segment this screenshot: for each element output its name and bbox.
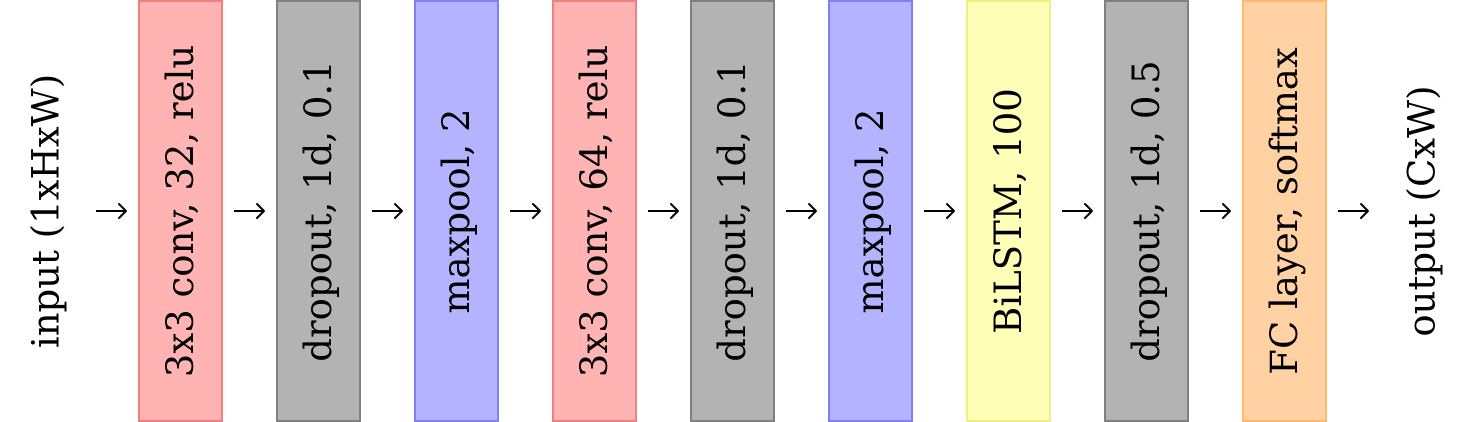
layer-box	[828, 0, 913, 422]
arrow-head	[532, 203, 541, 219]
layer-label: 3x3 conv, 64, relu	[573, 45, 616, 377]
layer-block: 3x3 conv, 64, relu	[552, 0, 637, 422]
layer-label: FC layer, softmax	[1263, 47, 1306, 375]
layer-block: BiLSTM, 100	[966, 0, 1051, 422]
layer-box	[276, 0, 361, 422]
output-label: output (CxW)	[1401, 85, 1444, 336]
layer-box	[690, 0, 775, 422]
arrow-head	[118, 203, 127, 219]
layer-box	[414, 0, 499, 422]
layer-label: 3x3 conv, 32, relu	[159, 45, 202, 377]
flow-arrow	[510, 203, 541, 219]
layer-block: dropout, 1d, 0.5	[1104, 0, 1189, 422]
layer-block: FC layer, softmax	[1242, 0, 1327, 422]
flow-arrow	[1200, 203, 1231, 219]
layer-block: maxpool, 2	[414, 0, 499, 422]
arrow-head	[1084, 203, 1093, 219]
layers-group: 3x3 conv, 32, relu dropout, 1d, 0.1 maxpoo…	[138, 0, 1327, 422]
flow-arrow	[96, 203, 127, 219]
layer-box	[138, 0, 223, 422]
layer-block: 3x3 conv, 32, relu	[138, 0, 223, 422]
layer-box	[1104, 0, 1189, 422]
layer-label: dropout, 1d, 0.1	[297, 60, 340, 361]
layer-block: dropout, 1d, 0.1	[690, 0, 775, 422]
layer-box	[1242, 0, 1327, 422]
layer-label: dropout, 1d, 0.1	[711, 60, 754, 361]
layer-block: maxpool, 2	[828, 0, 913, 422]
layer-label: maxpool, 2	[435, 108, 478, 313]
layer-label: maxpool, 2	[849, 108, 892, 313]
flow-arrow	[648, 203, 679, 219]
arrows-group	[96, 203, 1369, 219]
arrow-head	[256, 203, 265, 219]
arrow-head	[670, 203, 679, 219]
layer-box	[552, 0, 637, 422]
layer-box	[966, 0, 1051, 422]
input-label: input (1xHxW)	[25, 74, 68, 348]
flow-arrow	[1338, 203, 1369, 219]
flow-arrow	[1062, 203, 1093, 219]
layer-label: BiLSTM, 100	[987, 88, 1030, 334]
layer-block: dropout, 1d, 0.1	[276, 0, 361, 422]
layer-label: dropout, 1d, 0.5	[1125, 60, 1168, 361]
flow-arrow	[786, 203, 817, 219]
flow-arrow	[372, 203, 403, 219]
arrow-head	[946, 203, 955, 219]
arrow-head	[808, 203, 817, 219]
arrow-head	[394, 203, 403, 219]
arrow-head	[1222, 203, 1231, 219]
arrow-head	[1360, 203, 1369, 219]
flow-arrow	[234, 203, 265, 219]
flow-arrow	[924, 203, 955, 219]
